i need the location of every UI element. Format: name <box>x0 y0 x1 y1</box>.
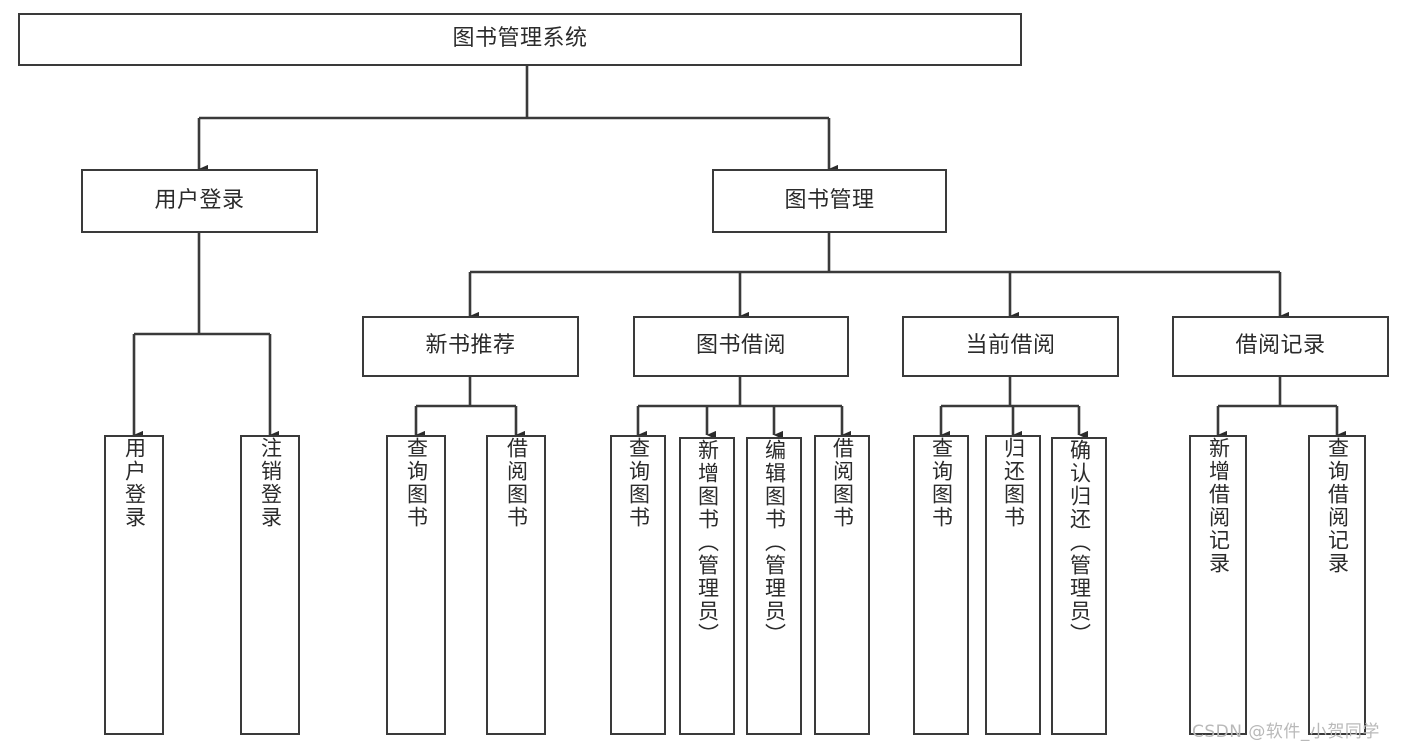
node-label: 查询图书 <box>929 437 954 529</box>
node-leaf-logout-login[interactable]: 注销登录 <box>240 435 300 735</box>
node-label: 图书管理 <box>784 187 875 213</box>
node-leaf-borrow-book-rec[interactable]: 借阅图书 <box>486 435 546 735</box>
node-book-borrow[interactable]: 图书借阅 <box>633 316 849 377</box>
node-leaf-add-record[interactable]: 新增借阅记录 <box>1189 435 1247 735</box>
node-leaf-query-record[interactable]: 查询借阅记录 <box>1308 435 1366 735</box>
node-root-system[interactable]: 图书管理系统 <box>18 13 1022 66</box>
node-leaf-query-book-rec[interactable]: 查询图书 <box>386 435 446 735</box>
node-leaf-user-login[interactable]: 用户登录 <box>104 435 164 735</box>
node-borrow-record[interactable]: 借阅记录 <box>1172 316 1389 377</box>
node-leaf-borrow-book[interactable]: 借阅图书 <box>814 435 870 735</box>
node-label: 当前借阅 <box>965 333 1056 359</box>
node-label: 编辑图书（管理员） <box>762 439 787 646</box>
node-label: 借阅记录 <box>1235 333 1326 359</box>
node-label: 图书借阅 <box>695 333 786 359</box>
node-new-book-recommend[interactable]: 新书推荐 <box>362 316 579 377</box>
node-leaf-add-book[interactable]: 新增图书（管理员） <box>679 437 735 735</box>
node-book-manage[interactable]: 图书管理 <box>712 169 947 233</box>
node-label: 查询图书 <box>404 437 429 529</box>
node-current-borrow[interactable]: 当前借阅 <box>902 316 1119 377</box>
node-leaf-confirm-return[interactable]: 确认归还（管理员） <box>1051 437 1107 735</box>
node-leaf-return-book[interactable]: 归还图书 <box>985 435 1041 735</box>
node-label: 确认归还（管理员） <box>1067 439 1092 646</box>
node-label: 注销登录 <box>258 437 283 529</box>
node-label: 用户登录 <box>154 187 245 213</box>
node-label: 新增借阅记录 <box>1206 437 1231 575</box>
node-label: 新书推荐 <box>425 333 516 359</box>
node-leaf-query-book-borrow[interactable]: 查询图书 <box>610 435 666 735</box>
node-label: 查询借阅记录 <box>1325 437 1350 575</box>
node-label: 用户登录 <box>122 437 147 529</box>
node-leaf-edit-book[interactable]: 编辑图书（管理员） <box>746 437 802 735</box>
node-label: 借阅图书 <box>830 437 855 529</box>
node-label: 归还图书 <box>1001 437 1026 529</box>
node-label: 图书管理系统 <box>452 26 588 52</box>
node-user-login[interactable]: 用户登录 <box>81 169 318 233</box>
node-label: 借阅图书 <box>504 437 529 529</box>
node-label: 新增图书（管理员） <box>695 439 720 646</box>
node-label: 查询图书 <box>626 437 651 529</box>
node-leaf-query-book-cur[interactable]: 查询图书 <box>913 435 969 735</box>
